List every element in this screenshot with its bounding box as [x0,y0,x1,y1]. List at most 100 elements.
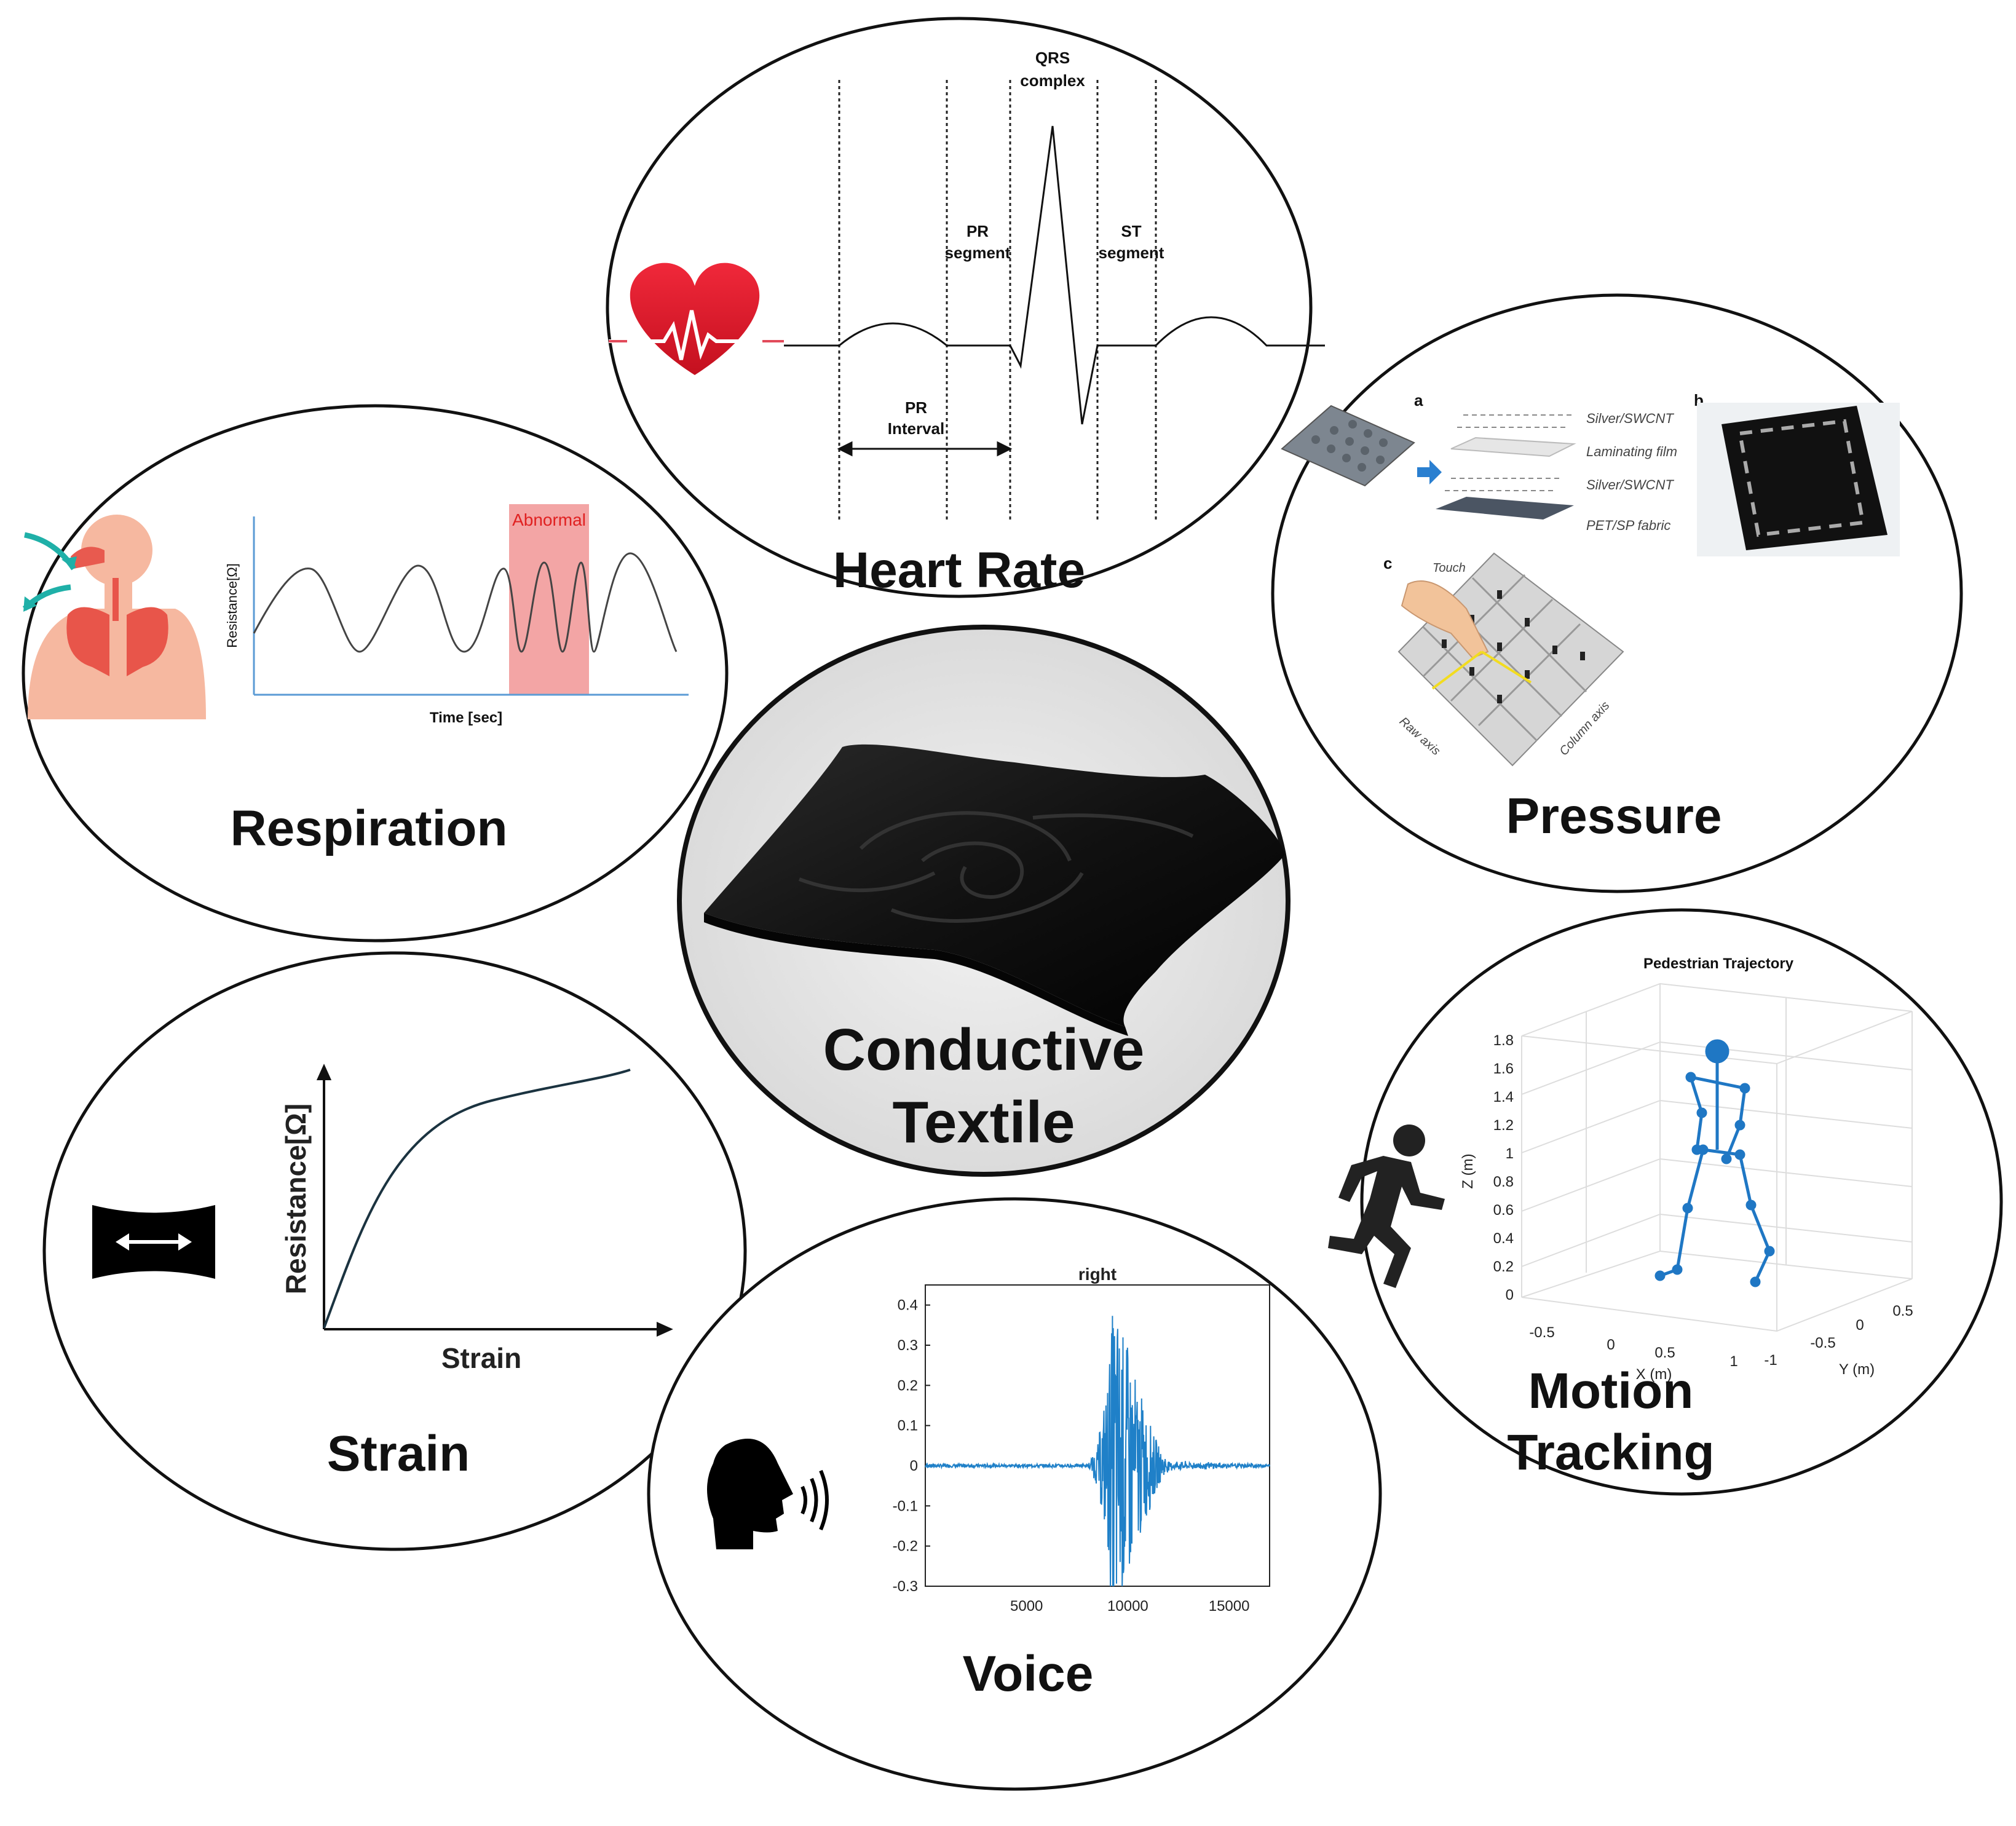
panel-c-label: c [1383,554,1392,572]
sensor-sheet [1281,405,1415,487]
respiration-xlabel: Time [sec] [430,709,502,726]
y-tick-1: -0.5 [1810,1335,1835,1351]
st-segment-label-2: segment [1099,243,1164,262]
strain-title: Strain [327,1426,470,1482]
heart-rate-panel: QRS complex PR segment ST segment PR Int… [606,17,1325,598]
strain-circle [42,951,747,1551]
voice-plot-title: right [1078,1265,1117,1284]
z-axis-ticks: 0 0.2 0.4 0.6 0.8 1 1.2 1.4 1.6 1.8 [1493,1032,1514,1303]
x-tick-0: -0.5 [1529,1324,1554,1341]
strain-axes [316,1064,673,1337]
y-axis-ticks: -1 -0.5 0 0.5 [1764,1303,1913,1369]
respiration-title: Respiration [230,800,507,856]
st-segment-label-1: ST [1121,222,1141,240]
abnormal-label: Abnormal [512,510,586,529]
voice-y-tick-3: 0.1 [898,1418,918,1434]
pr-interval-label-1: PR [905,398,927,417]
pr-segment-label-1: PR [966,222,989,240]
qrs-label-2: complex [1020,71,1085,90]
voice-x-tick-1: 10000 [1107,1598,1148,1615]
heart-rate-circle [606,17,1313,598]
touch-grid [1397,552,1624,767]
voice-y-tick-1: 0.3 [898,1337,918,1354]
respiration-waveform [253,552,678,653]
lungs-body-icon [22,515,206,719]
x-axis-ticks: -0.5 0 0.5 1 [1529,1324,1737,1370]
voice-y-tick-6: -0.2 [893,1538,918,1555]
voice-y-tick-5: -0.1 [893,1498,918,1514]
x-axis-label: X (m) [1636,1366,1672,1383]
pr-interval-label-2: Interval [888,419,945,438]
z-tick-6: 1.2 [1493,1117,1514,1134]
skeleton [1654,1039,1775,1287]
pr-segment-label-2: segment [945,243,1011,262]
voice-x-tick-2: 15000 [1209,1598,1250,1615]
pr-interval-arrow [837,441,1013,457]
layer-stack [1436,414,1576,520]
z-tick-5: 1 [1506,1145,1514,1162]
layer-2-label: Laminating film [1586,444,1677,459]
voice-x-tick-0: 5000 [1010,1598,1043,1615]
strain-xlabel: Strain [441,1342,521,1374]
y-tick-2: 0 [1856,1317,1864,1334]
stretch-icon [92,1205,215,1279]
voice-y-ticks: 0.4 0.3 0.2 0.1 0 -0.1 -0.2 -0.3 [893,1297,930,1595]
trajectory-title: Pedestrian Trajectory [1643,955,1794,972]
z-tick-2: 0.4 [1493,1230,1514,1247]
qrs-label-1: QRS [1035,49,1070,67]
z-axis-label: Z (m) [1460,1153,1476,1188]
y-tick-3: 0.5 [1892,1303,1913,1319]
respiration-panel: Abnormal Resistance[Ω] Time [sec] Respir… [22,404,729,943]
motion-title-line1: Motion [1528,1363,1694,1419]
voice-y-tick-0: 0.4 [898,1297,918,1314]
voice-plot-area [925,1284,1270,1587]
z-tick-8: 1.6 [1493,1061,1514,1077]
voice-signal-line [925,1316,1270,1587]
trajectory-grid [1521,982,1913,1332]
speaking-head-icon [707,1439,793,1549]
sensor-photo [1697,403,1900,556]
layer-3-label: Silver/SWCNT [1586,477,1674,492]
x-tick-3: 1 [1729,1353,1737,1370]
ecg-waveform [784,125,1325,425]
y-axis-label: Y (m) [1839,1361,1875,1378]
pressure-panel: a b c Silver/SWCNT Laminatin [1271,293,1963,893]
pressure-title: Pressure [1506,788,1722,844]
z-tick-9: 1.8 [1493,1032,1514,1049]
running-person-icon [1328,1124,1445,1288]
voice-title: Voice [963,1646,1094,1702]
layer-4-label: PET/SP fabric [1586,518,1670,533]
motion-panel: Pedestrian Trajectory 0 0.2 0.4 0.6 0.8 [1328,908,2003,1496]
z-tick-3: 0.6 [1493,1202,1514,1219]
strain-curve [323,1069,631,1329]
voice-signal [925,1316,1270,1587]
z-tick-0: 0 [1506,1287,1514,1303]
center-title-line2: Textile [893,1089,1075,1155]
z-tick-4: 0.8 [1493,1174,1514,1190]
motion-title-line2: Tracking [1507,1425,1714,1480]
respiration-ylabel: Resistance[Ω] [224,563,240,648]
voice-y-tick-2: 0.2 [898,1377,918,1394]
fabric-image [704,744,1285,1036]
x-tick-1: 0 [1607,1337,1615,1353]
voice-y-tick-4: 0 [910,1458,918,1474]
center-panel: Conductive Textile [677,625,1291,1177]
z-tick-7: 1.4 [1493,1089,1514,1105]
x-tick-2: 0.5 [1654,1345,1675,1361]
voice-panel: right 0.4 0.3 0.2 0.1 0 -0.1 -0.2 -0.3 5000 1000… [647,1197,1382,1791]
strain-panel: Resistance[Ω] Strain Strain [42,951,747,1551]
respiration-axes [253,516,689,696]
touch-label: Touch [1433,561,1466,575]
sound-waves-icon [800,1469,829,1531]
layer-1-label: Silver/SWCNT [1586,411,1674,426]
center-title-line1: Conductive [823,1017,1145,1083]
strain-ylabel: Resistance[Ω] [280,1104,312,1294]
arrow-icon [1417,460,1442,484]
panel-a-label: a [1414,391,1423,409]
z-tick-1: 0.2 [1493,1259,1514,1275]
voice-y-tick-7: -0.3 [893,1578,918,1595]
voice-x-ticks: 5000 10000 15000 [1010,1598,1249,1615]
abnormal-region [509,504,589,695]
y-tick-0: -1 [1764,1352,1777,1369]
